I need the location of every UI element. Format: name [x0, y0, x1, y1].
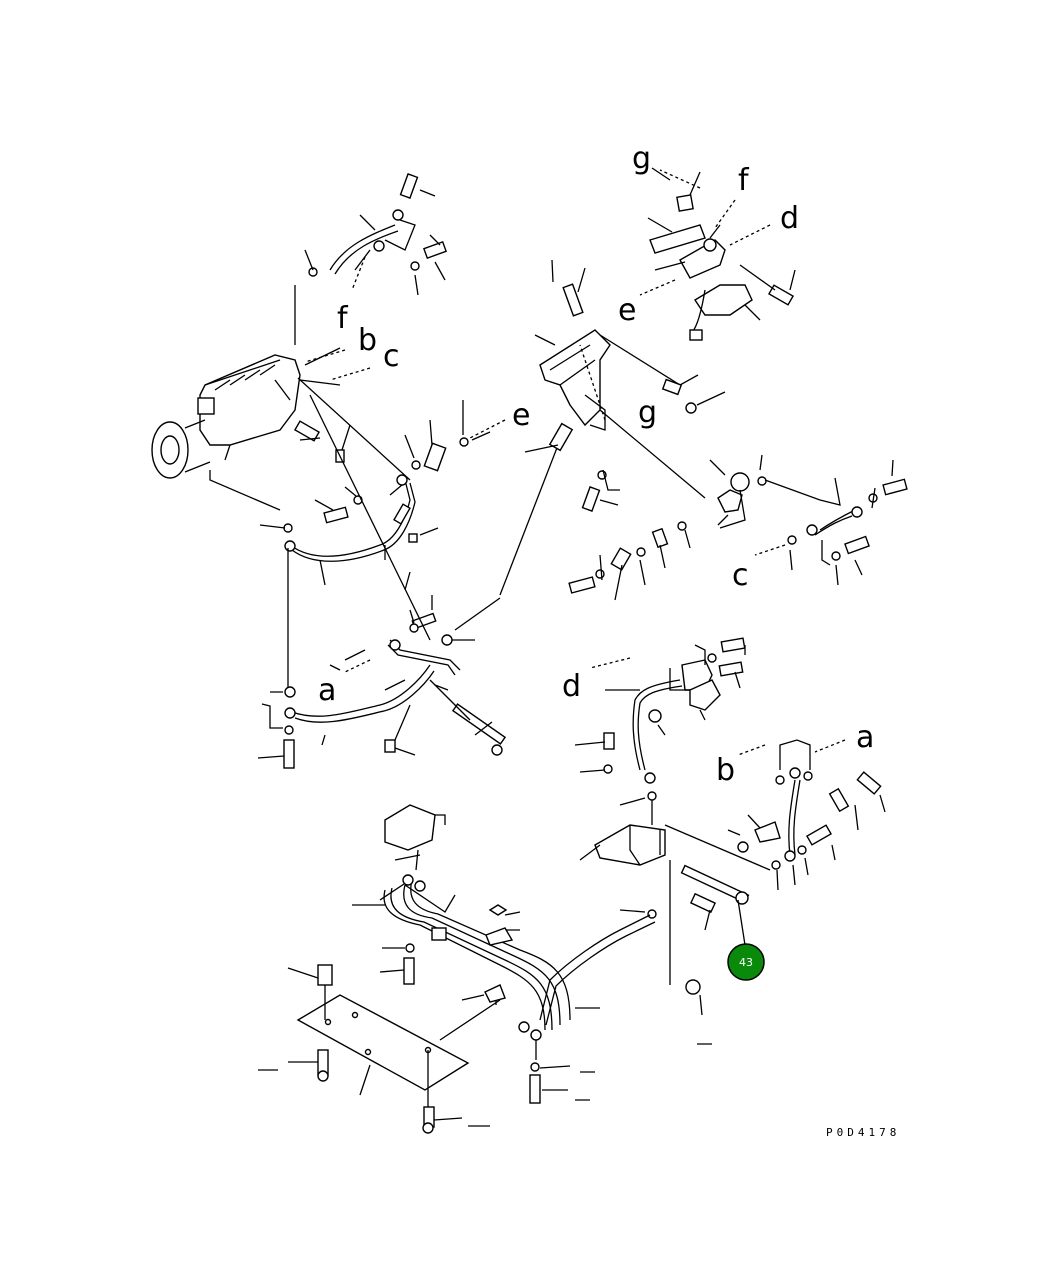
bracket-left-bottom: [379, 804, 446, 901]
ref-letter-c-top: c: [383, 339, 400, 374]
ref-letter-b-top: b: [358, 323, 377, 358]
ref-letter-g-mid: g: [638, 395, 657, 430]
ref-letter-f-top: f: [738, 163, 750, 198]
fitting-row-upper: [404, 400, 491, 472]
ref-letter-e-mid: e: [512, 398, 530, 433]
fitting-row-right: [568, 521, 691, 601]
bracket-right-bottom: [579, 791, 771, 1045]
ref-letter-d-mid: d: [562, 669, 581, 704]
pipe-bundle-bottom: [352, 874, 656, 1060]
stop-solenoid: [647, 167, 796, 414]
mount-plate: [258, 943, 595, 1134]
ref-letter-g-top: g: [632, 141, 651, 176]
callout-43-circle[interactable]: [727, 943, 765, 981]
pipe-right: [709, 454, 908, 586]
pipe-d: [574, 637, 746, 784]
callout-43[interactable]: 43: [727, 899, 765, 981]
ref-letter-a-right: a: [856, 720, 874, 755]
pipe-middle-left: [209, 420, 439, 586]
ref-letter-b-right: b: [716, 753, 735, 788]
drawing-code: P0D4178: [826, 1126, 900, 1139]
pipe-top-left: [294, 173, 448, 386]
ref-letter-e-top: e: [618, 293, 636, 328]
ref-letter-d-top: d: [780, 201, 799, 236]
bracket-center: [524, 259, 620, 512]
connector-lines: [297, 334, 706, 721]
ref-letter-c-right: c: [732, 558, 749, 593]
callout-43-number: 43: [739, 956, 753, 969]
ref-letter-a-left: a: [318, 673, 336, 708]
ref-letter-f-left: f: [337, 301, 349, 336]
pipe-lower-left: [257, 548, 507, 769]
injection-pump: [151, 354, 301, 479]
reference-arrows: [304, 169, 846, 756]
pipe-ab: [727, 739, 886, 891]
